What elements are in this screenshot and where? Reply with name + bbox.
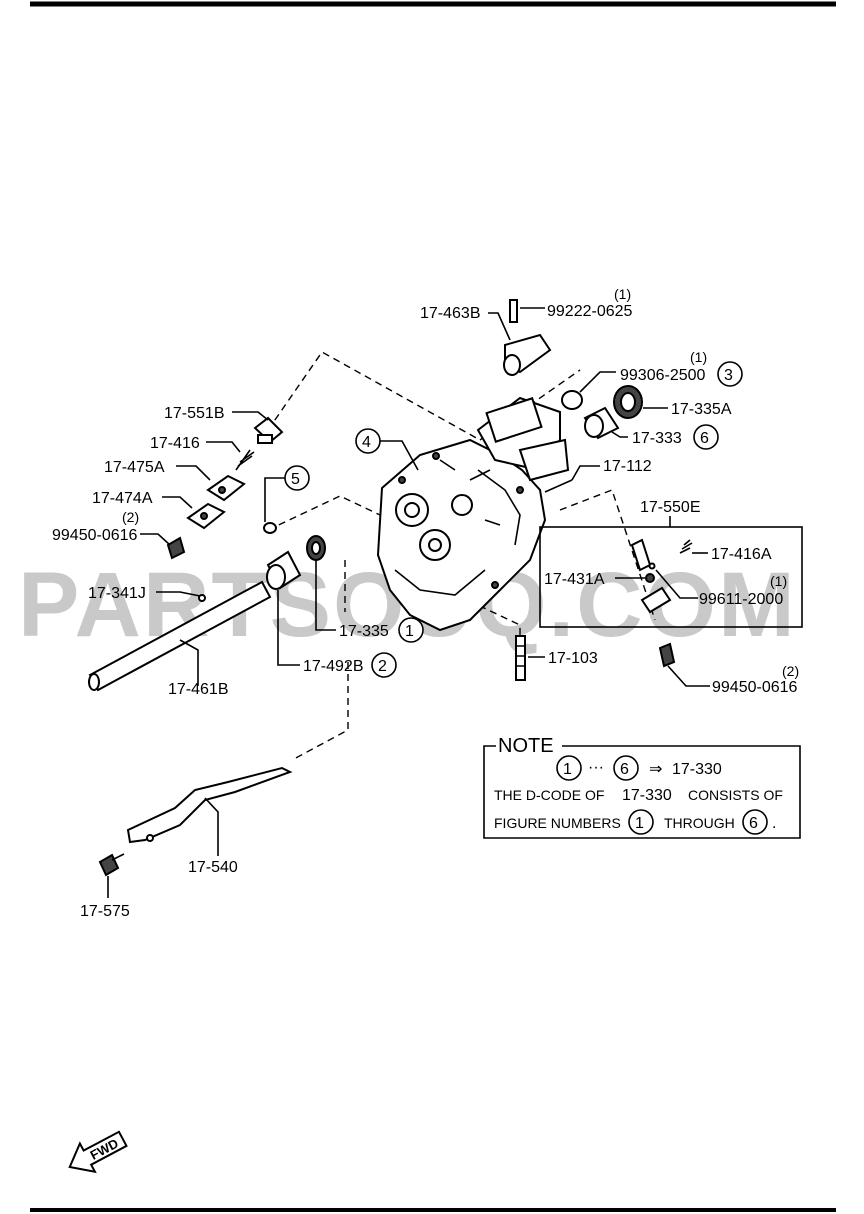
label-17-112: 17-112: [603, 458, 652, 475]
part-17-475A: 17-475A: [104, 459, 246, 502]
note-title: NOTE: [498, 735, 554, 757]
label-99306-2500: 99306-2500: [620, 367, 706, 384]
fig-5-number: 5: [291, 471, 300, 488]
part-99450-0616-right: 99450-0616 (2): [658, 642, 799, 696]
part-17-335: 17-335 1: [306, 535, 424, 643]
label-17-551B: 17-551B: [164, 405, 225, 422]
part-99450-0616-left: 99450-0616 (2): [52, 509, 186, 560]
qty-99450-0616-right: (2): [782, 663, 799, 679]
note-range-sep: ···: [588, 759, 604, 776]
label-99611-2000: 99611-2000: [699, 591, 783, 608]
qty-99611-2000: (1): [770, 573, 787, 589]
note-range-start: 1: [563, 761, 572, 778]
label-17-550E: 17-550E: [640, 499, 701, 516]
qty-99306-2500: (1): [690, 349, 707, 365]
part-17-463B: 17-463B 99222-0625 (1): [420, 286, 633, 376]
part-17-551B: 17-551B: [164, 405, 284, 444]
label-17-463B: 17-463B: [420, 305, 481, 322]
label-99450-0616-right: 99450-0616: [712, 679, 798, 696]
note-code: 17-330: [672, 761, 722, 778]
fig-3-number: 3: [724, 367, 733, 384]
label-17-540: 17-540: [188, 859, 238, 876]
label-99450-0616-left: 99450-0616: [52, 527, 138, 544]
note-line3-mid: THROUGH: [664, 815, 735, 831]
note-line3-a: FIGURE NUMBERS: [494, 815, 621, 831]
label-17-431A: 17-431A: [544, 571, 605, 588]
part-17-492B: 17-492B 2: [266, 550, 397, 678]
label-17-461B: 17-461B: [168, 681, 229, 698]
fwd-arrow-icon: FWD: [68, 1130, 128, 1174]
note-line3-from: 1: [635, 815, 644, 832]
label-17-475A: 17-475A: [104, 459, 165, 476]
note-line2-b: CONSISTS OF: [688, 787, 783, 803]
label-17-575: 17-575: [80, 903, 130, 920]
label-17-103: 17-103: [548, 650, 598, 667]
fig-2-number: 2: [378, 658, 387, 675]
fig-4-number: 4: [362, 434, 371, 451]
part-17-540: 17-540: [126, 766, 293, 876]
qty-99222-0625: (1): [614, 286, 631, 302]
note-line2-a: THE D-CODE OF: [494, 787, 604, 803]
part-17-112: 17-112: [544, 458, 652, 493]
part-17-416: 17-416: [150, 435, 255, 471]
note-box: NOTE 1 ··· 6 ⇒ 17-330 THE D-CODE OF 17-3…: [483, 735, 801, 839]
note-line2-code: 17-330: [622, 787, 672, 804]
label-17-333: 17-333: [632, 430, 682, 447]
fig-6-number: 6: [700, 430, 709, 447]
note-arrow: ⇒: [649, 761, 662, 778]
label-17-416A: 17-416A: [711, 546, 772, 563]
fig-1-number: 1: [405, 623, 414, 640]
label-99222-0625: 99222-0625: [547, 303, 633, 320]
note-line3-to: 6: [749, 815, 758, 832]
part-17-341J: 17-341J: [88, 585, 206, 602]
qty-99450-0616-left: (2): [122, 509, 139, 525]
label-17-492B: 17-492B: [303, 658, 364, 675]
label-17-341J: 17-341J: [88, 585, 146, 602]
part-99306-2500: 99306-2500 (1) 3: [561, 349, 743, 410]
note-line3-end: .: [772, 815, 776, 832]
fig-5-callout: 5: [263, 465, 310, 534]
assembly-17-550E: 17-550E 17-416A 17-431A 99611-2000 (1): [539, 499, 803, 628]
part-17-575: 17-575: [80, 853, 130, 920]
label-17-416: 17-416: [150, 435, 200, 452]
part-17-103: 17-103: [515, 635, 598, 681]
label-17-474A: 17-474A: [92, 490, 153, 507]
part-17-461B: 17-461B: [88, 580, 272, 698]
fig-4-callout: 4: [355, 428, 419, 471]
part-17-333: 17-333 6: [583, 406, 719, 450]
transmission-case: [376, 396, 570, 632]
part-17-335A: 17-335A: [613, 385, 732, 419]
label-17-335: 17-335: [339, 623, 389, 640]
part-17-474A: 17-474A: [92, 490, 226, 530]
note-range-end: 6: [620, 761, 629, 778]
label-17-335A: 17-335A: [671, 401, 732, 418]
